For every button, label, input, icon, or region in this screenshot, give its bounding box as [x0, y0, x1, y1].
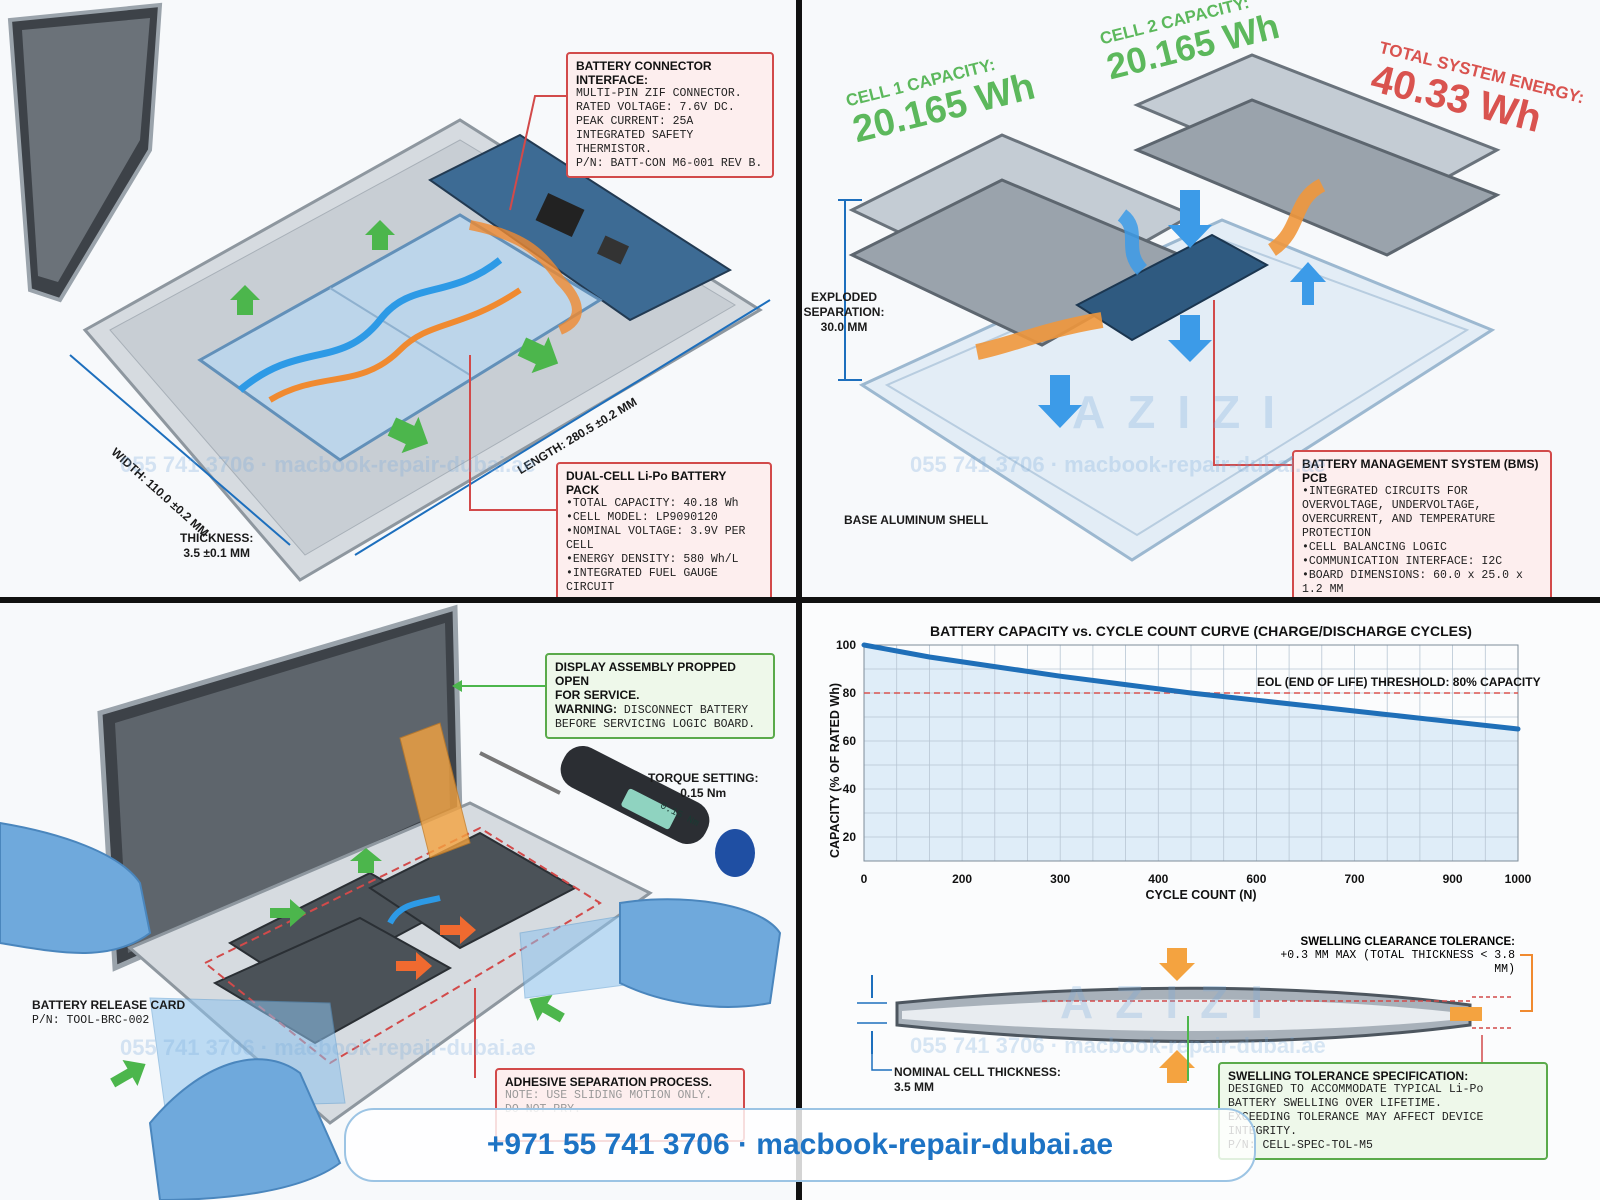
spec-line: BATTERY SWELLING OVER LIFETIME. — [1228, 1097, 1442, 1110]
y-tick-label: 20 — [843, 830, 857, 844]
bms-callout: BATTERY MANAGEMENT SYSTEM (BMS) PCB INTE… — [1292, 450, 1552, 597]
chart-title: BATTERY CAPACITY vs. CYCLE COUNT CURVE (… — [930, 623, 1472, 639]
pack-title: DUAL-CELL Li-Po BATTERY PACK — [566, 469, 727, 497]
service-illustration — [0, 604, 782, 1200]
x-tick-label: 600 — [1246, 872, 1266, 886]
nominal-thickness-value: 3.5 MM — [894, 1080, 935, 1094]
battery-pack-overview-panel: BATTERY CONNECTOR INTERFACE: MULTI-PIN Z… — [0, 0, 796, 597]
y-tick-label: 80 — [843, 686, 857, 700]
connector-line: MULTI-PIN ZIF CONNECTOR. — [576, 87, 742, 100]
thickness-title: THICKNESS: — [180, 531, 254, 545]
x-tick-label: 0 — [861, 872, 868, 886]
torque-value: 0.15 Nm — [680, 786, 727, 800]
capacity-cycle-chart: 0 200 300 400 600 700 900 1000 20 40 60 80 100 — [836, 638, 1532, 886]
battery-connector-callout: BATTERY CONNECTOR INTERFACE: MULTI-PIN Z… — [566, 52, 774, 178]
plot-frame — [863, 644, 1519, 862]
pack-spec: CELL MODEL: LP9090120 — [566, 511, 762, 525]
contact-footer-banner[interactable]: +971 55 741 3706 · macbook-repair-dubai.… — [344, 1108, 1256, 1182]
pack-spec: TOTAL CAPACITY: 40.18 Wh — [566, 497, 762, 511]
bms-spec: BOARD DIMENSIONS: 60.0 x 25.0 x 1.2 MM — [1302, 569, 1542, 597]
y-tick-label: 100 — [836, 638, 856, 652]
display-propped-callout: DISPLAY ASSEMBLY PROPPED OPEN FOR SERVIC… — [545, 653, 775, 739]
horizontal-divider — [0, 597, 1600, 603]
exploded-value: 30.0 MM — [820, 320, 868, 334]
thickness-label: THICKNESS: 3.5 ±0.1 MM — [180, 531, 253, 561]
y-tick-label: 40 — [843, 782, 857, 796]
exploded-view-panel: CELL 1 CAPACITY: 20.165 Wh CELL 2 CAPACI… — [802, 0, 1600, 597]
contact-watermark: 055 741 3706 · macbook-repair-dubai.ae — [910, 452, 1326, 477]
eol-threshold-label: EOL (END OF LIFE) THRESHOLD: 80% CAPACIT… — [1257, 675, 1541, 689]
release-card-title: BATTERY RELEASE CARD — [32, 998, 186, 1012]
thickness-value: 3.5 ±0.1 MM — [183, 546, 250, 560]
x-tick-label: 400 — [1148, 872, 1168, 886]
bms-title: BATTERY MANAGEMENT SYSTEM (BMS) PCB — [1302, 457, 1539, 485]
x-tick-label: 900 — [1443, 872, 1463, 886]
bms-spec: COMMUNICATION INTERFACE: I2C — [1302, 555, 1542, 569]
torque-title: TORQUE SETTING: — [648, 771, 759, 785]
connector-line: RATED VOLTAGE: 7.6V DC. — [576, 101, 735, 114]
connector-title: BATTERY CONNECTOR INTERFACE: — [576, 59, 712, 87]
swelling-clearance-title: SWELLING CLEARANCE TOLERANCE: — [1300, 936, 1515, 948]
battery-pack-callout: DUAL-CELL Li-Po BATTERY PACK TOTAL CAPAC… — [556, 462, 772, 597]
display-line1: DISPLAY ASSEMBLY PROPPED OPEN — [555, 660, 736, 688]
y-axis-title-text: CAPACITY (% OF RATED Wh) — [828, 683, 842, 858]
x-tick-label: 300 — [1050, 872, 1070, 886]
release-card-label: BATTERY RELEASE CARD P/N: TOOL-BRC-002 — [32, 998, 185, 1028]
exploded-label-line1: EXPLODED — [810, 290, 877, 304]
connector-line: INTEGRATED SAFETY THERMISTOR. — [576, 129, 694, 156]
base-shell-label: BASE ALUMINUM SHELL — [844, 513, 989, 527]
brand-watermark: AZIZI — [1072, 386, 1297, 438]
y-tick-label: 60 — [843, 734, 857, 748]
swelling-clearance-label: SWELLING CLEARANCE TOLERANCE: +0.3 MM MA… — [1277, 935, 1515, 977]
pack-spec: ENERGY DENSITY: 580 Wh/L — [566, 553, 762, 567]
release-card-pn: P/N: TOOL-BRC-002 — [32, 1014, 150, 1027]
bms-spec: CELL BALANCING LOGIC — [1302, 541, 1542, 555]
torque-setting-label: TORQUE SETTING: 0.15 Nm — [648, 771, 758, 801]
brand-watermark: AZIZI — [1060, 976, 1285, 1028]
connector-line: PEAK CURRENT: 25A — [576, 115, 694, 128]
adhesive-title: ADHESIVE SEPARATION PROCESS. — [505, 1075, 712, 1089]
connector-line: P/N: BATT-CON M6-001 REV B. — [576, 157, 763, 170]
adhesive-note: NOTE: USE SLIDING MOTION ONLY. — [505, 1089, 713, 1102]
nominal-thickness-label: NOMINAL CELL THICKNESS: 3.5 MM — [894, 1065, 1061, 1095]
x-axis-title: CYCLE COUNT (N) — [1145, 888, 1257, 902]
display-line2: FOR SERVICE. — [555, 688, 640, 702]
warning-label: WARNING: — [555, 702, 617, 716]
spec-line: EXCEEDING TOLERANCE MAY AFFECT DEVICE IN… — [1228, 1111, 1484, 1138]
contact-watermark: 055 741 3706 · macbook-repair-dubai.ae — [910, 1033, 1326, 1058]
spec-line: P/N: CELL-SPEC-TOL-M5 — [1228, 1139, 1373, 1152]
laptop-illustration — [7, 2, 771, 582]
swelling-spec-callout: SWELLING TOLERANCE SPECIFICATION: DESIGN… — [1218, 1062, 1548, 1160]
exploded-battery-illustration — [838, 53, 1501, 562]
capacity-curve-line — [861, 642, 1521, 732]
exploded-label-line2: SEPARATION: — [803, 305, 885, 319]
swelling-clearance-value: +0.3 MM MAX (TOTAL THICKNESS < 3.8 MM) — [1280, 949, 1515, 976]
spec-title: SWELLING TOLERANCE SPECIFICATION: — [1228, 1069, 1469, 1083]
spec-line: DESIGNED TO ACCOMMODATE TYPICAL Li-Po — [1228, 1083, 1484, 1096]
warning-text: DISCONNECT BATTERY — [623, 704, 749, 717]
bms-spec: INTEGRATED CIRCUITS FOR OVERVOLTAGE, UND… — [1302, 485, 1542, 541]
contact-watermark: 055 741 3706 · macbook-repair-dubai.ae — [120, 1035, 536, 1060]
x-tick-label: 200 — [952, 872, 972, 886]
nominal-thickness-title: NOMINAL CELL THICKNESS: — [894, 1065, 1061, 1079]
x-tick-label: 700 — [1344, 872, 1364, 886]
display-line4: BEFORE SERVICING LOGIC BOARD. — [555, 718, 756, 731]
pack-spec: NOMINAL VOLTAGE: 3.9V PER CELL — [566, 525, 762, 553]
contact-watermark: 055 741 3706 · macbook-repair-dubai.ae — [120, 452, 536, 477]
x-tick-label: 1000 — [1505, 872, 1532, 886]
exploded-separation-label: EXPLODED SEPARATION: 30.0 MM — [802, 290, 886, 335]
pack-spec: INTEGRATED FUEL GAUGE CIRCUIT — [566, 567, 762, 595]
